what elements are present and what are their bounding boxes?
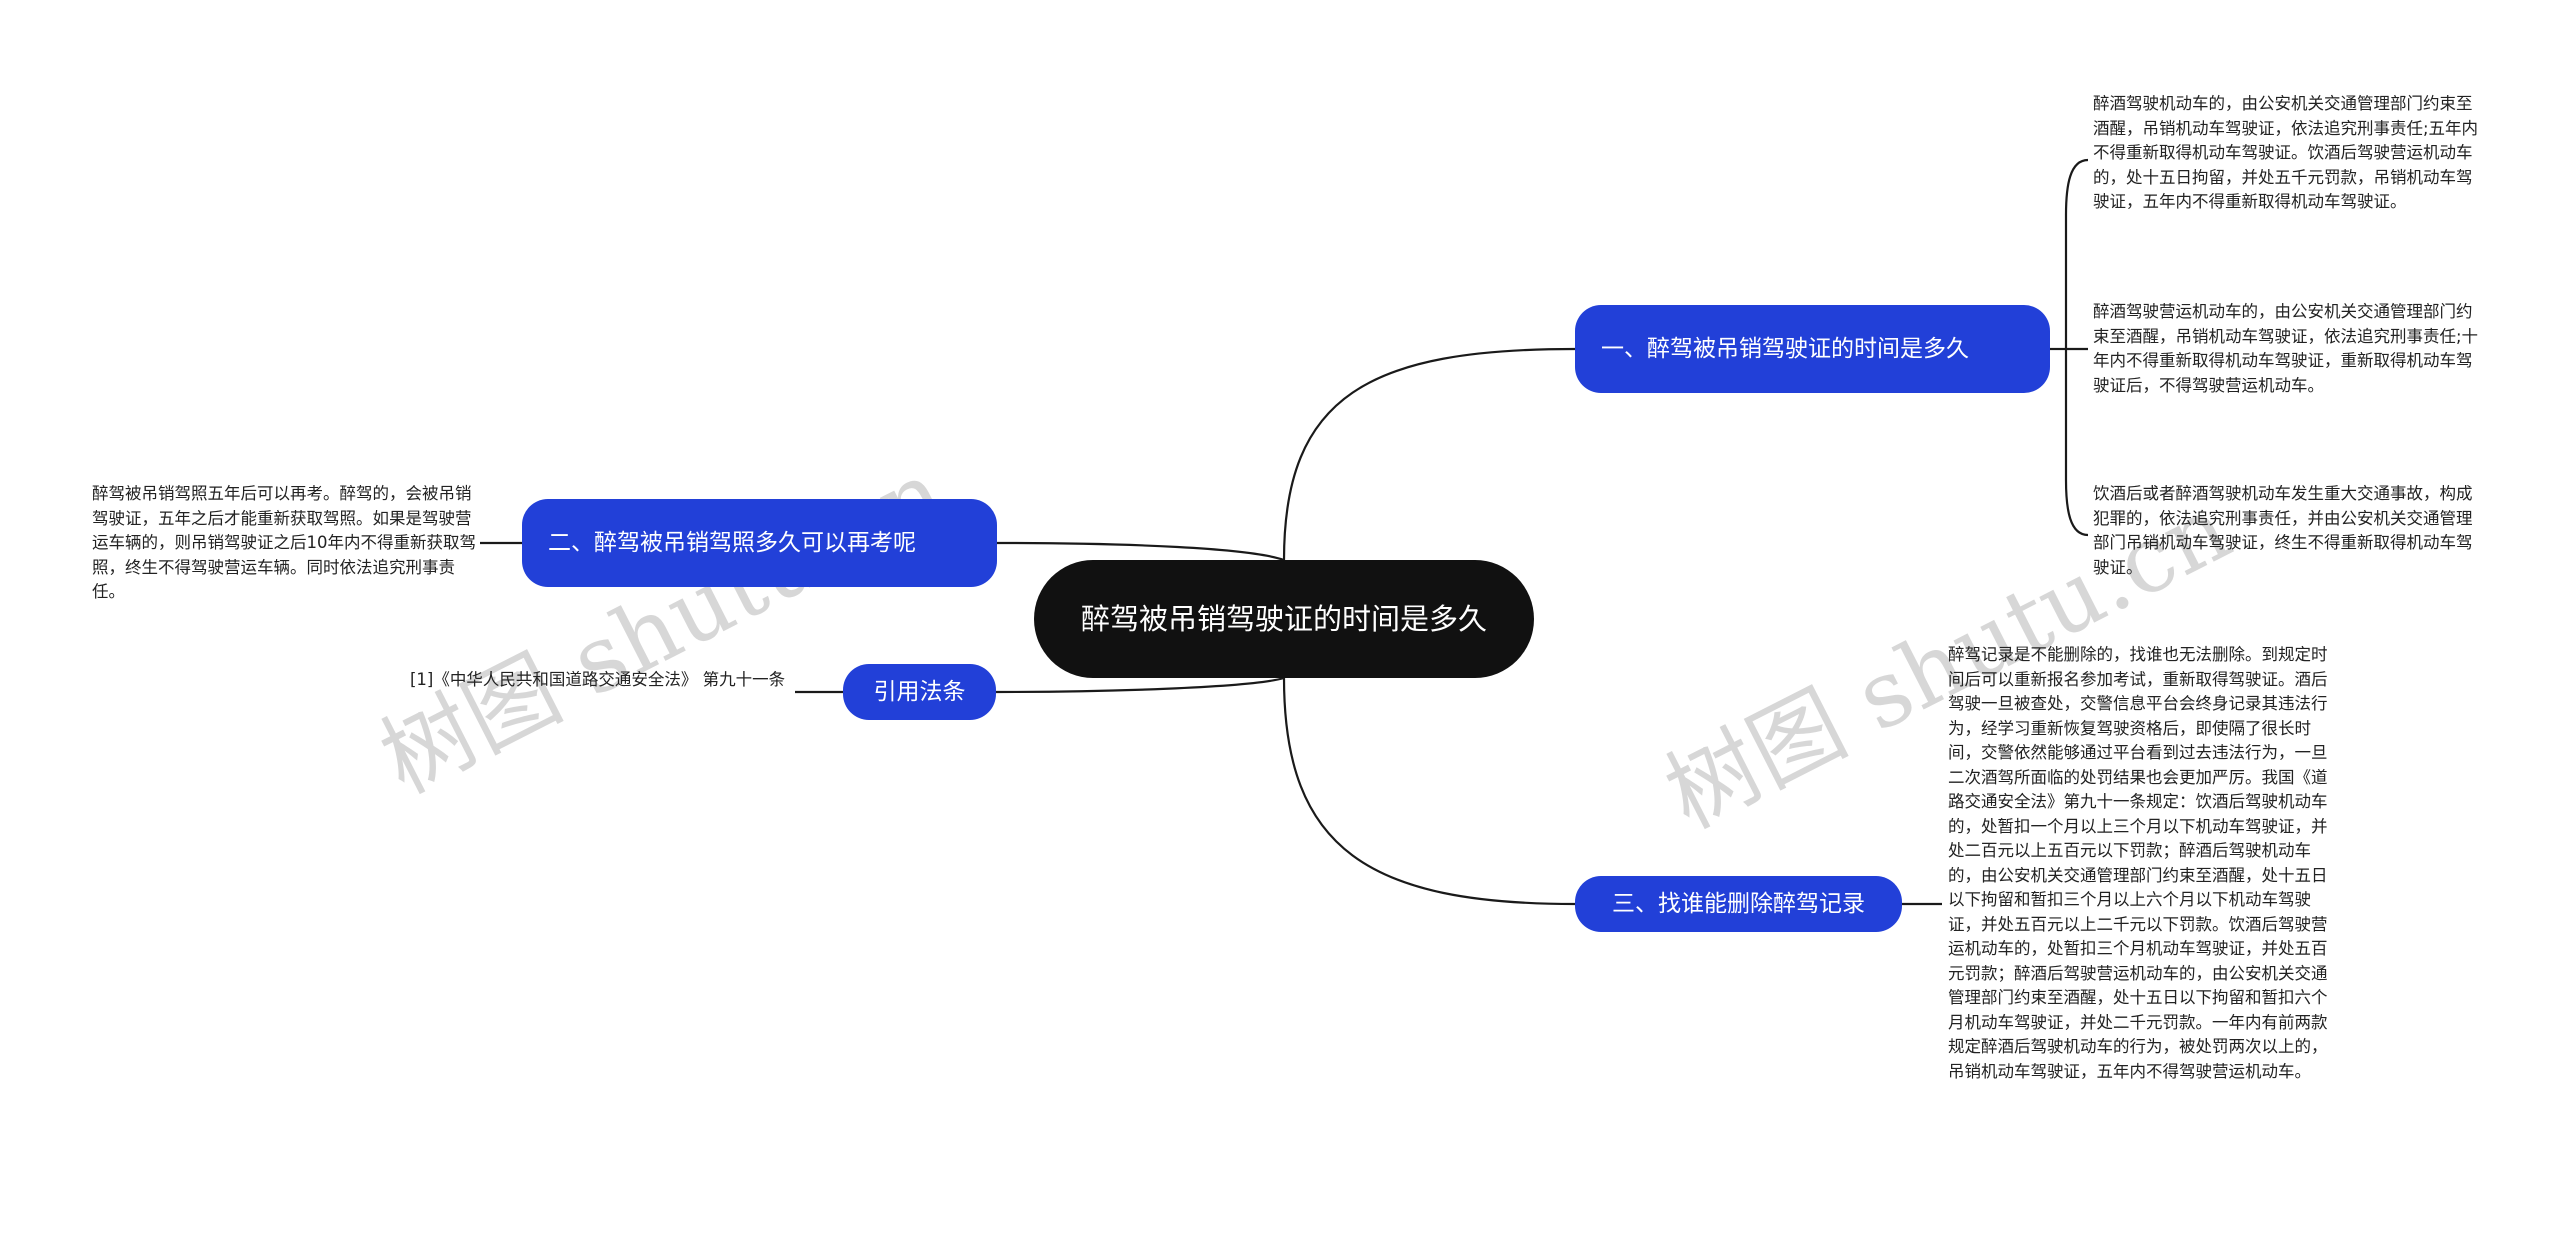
branch-node-delete-record[interactable]: 三、找谁能删除醉驾记录 — [1575, 876, 1902, 932]
leaf-text-delete-record: 醉驾记录是不能删除的，找谁也无法删除。到规定时间后可以重新报名参加考试，重新取得… — [1948, 645, 2328, 1081]
connector-root-branch4 — [1282, 677, 1576, 906]
branch-label: 二、醉驾被吊销驾照多久可以再考呢 — [548, 529, 916, 556]
connector-root-branch2 — [996, 541, 1285, 562]
branch-label: 三、找谁能删除醉驾记录 — [1612, 890, 1865, 917]
leaf-text-duration-1: 醉酒驾驶机动车的，由公安机关交通管理部门约束至酒醒，吊销机动车驾驶证，依法追究刑… — [2093, 94, 2479, 211]
root-node[interactable]: 醉驾被吊销驾驶证的时间是多久 — [1034, 560, 1534, 678]
branch-label: 引用法条 — [873, 678, 966, 705]
branch-node-law-citation[interactable]: 引用法条 — [843, 664, 996, 720]
branch-label: 一、醉驾被吊销驾驶证的时间是多久 — [1601, 335, 1969, 362]
leaf-text-law-citation: [1]《中华人民共和国道路交通安全法》 第九十一条 — [410, 670, 786, 689]
root-title: 醉驾被吊销驾驶证的时间是多久 — [1080, 602, 1487, 636]
connector-root-branch3 — [995, 676, 1285, 694]
branch-node-retake[interactable]: 二、醉驾被吊销驾照多久可以再考呢 — [522, 499, 997, 587]
bracket-branch1 — [2064, 158, 2089, 537]
branch-node-duration[interactable]: 一、醉驾被吊销驾驶证的时间是多久 — [1575, 305, 2050, 393]
leaf-text-duration-3: 饮酒后或者醉酒驾驶机动车发生重大交通事故，构成犯罪的，依法追究刑事责任，并由公安… — [2093, 484, 2473, 577]
leaf-text-retake: 醉驾被吊销驾照五年后可以再考。醉驾的，会被吊销驾驶证，五年之后才能重新获取驾照。… — [92, 484, 476, 601]
connector-root-branch1 — [1282, 347, 1576, 561]
leaf-text-duration-2: 醉酒驾驶营运机动车的，由公安机关交通管理部门约束至酒醒，吊销机动车驾驶证，依法追… — [2093, 302, 2479, 395]
